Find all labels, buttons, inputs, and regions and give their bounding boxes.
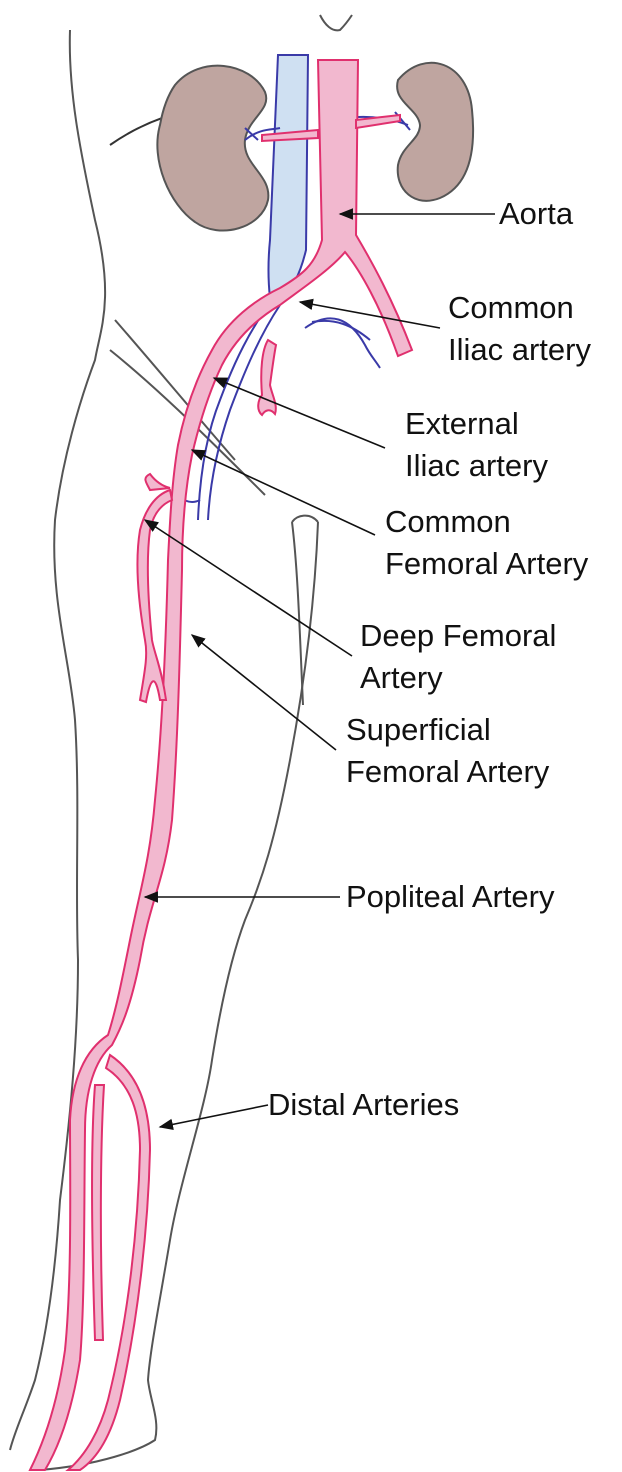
- label-common-iliac-line2: Iliac artery: [448, 332, 591, 367]
- kidney-left: [157, 66, 268, 231]
- inferior-vena-cava: [269, 55, 309, 298]
- label-deep-femoral-line2: Artery: [360, 660, 443, 695]
- iliac-vein-right: [305, 318, 380, 368]
- label-deep-femoral-line1: Deep Femoral: [360, 618, 556, 653]
- renal-artery-left: [262, 130, 318, 141]
- kidney-right-shape: [397, 63, 473, 201]
- label-superficial-femoral-line2: Femoral Artery: [346, 754, 550, 789]
- label-common-femoral-line2: Femoral Artery: [385, 546, 589, 581]
- internal-iliac-branch: [258, 340, 276, 415]
- pointer-common-iliac: [300, 302, 440, 328]
- label-common-femoral-line1: Common: [385, 504, 511, 539]
- label-aorta: Aorta: [499, 196, 574, 231]
- pointer-superficial-femoral: [192, 635, 336, 750]
- labels: Aorta Common Iliac artery External Iliac…: [268, 196, 591, 1122]
- deep-femoral-twig: [145, 474, 170, 490]
- label-distal: Distal Arteries: [268, 1087, 459, 1122]
- kidney-left-shape: [157, 66, 268, 231]
- kidney-right: [397, 63, 473, 201]
- pointer-distal: [160, 1105, 268, 1127]
- pointer-external-iliac: [214, 378, 385, 448]
- label-common-iliac-line1: Common: [448, 290, 574, 325]
- label-popliteal: Popliteal Artery: [346, 879, 555, 914]
- label-external-iliac-line2: Iliac artery: [405, 448, 548, 483]
- distal-branch-inner: [92, 1085, 104, 1340]
- pointer-common-femoral: [192, 450, 375, 535]
- label-external-iliac-line1: External: [405, 406, 519, 441]
- label-superficial-femoral-line1: Superficial: [346, 712, 491, 747]
